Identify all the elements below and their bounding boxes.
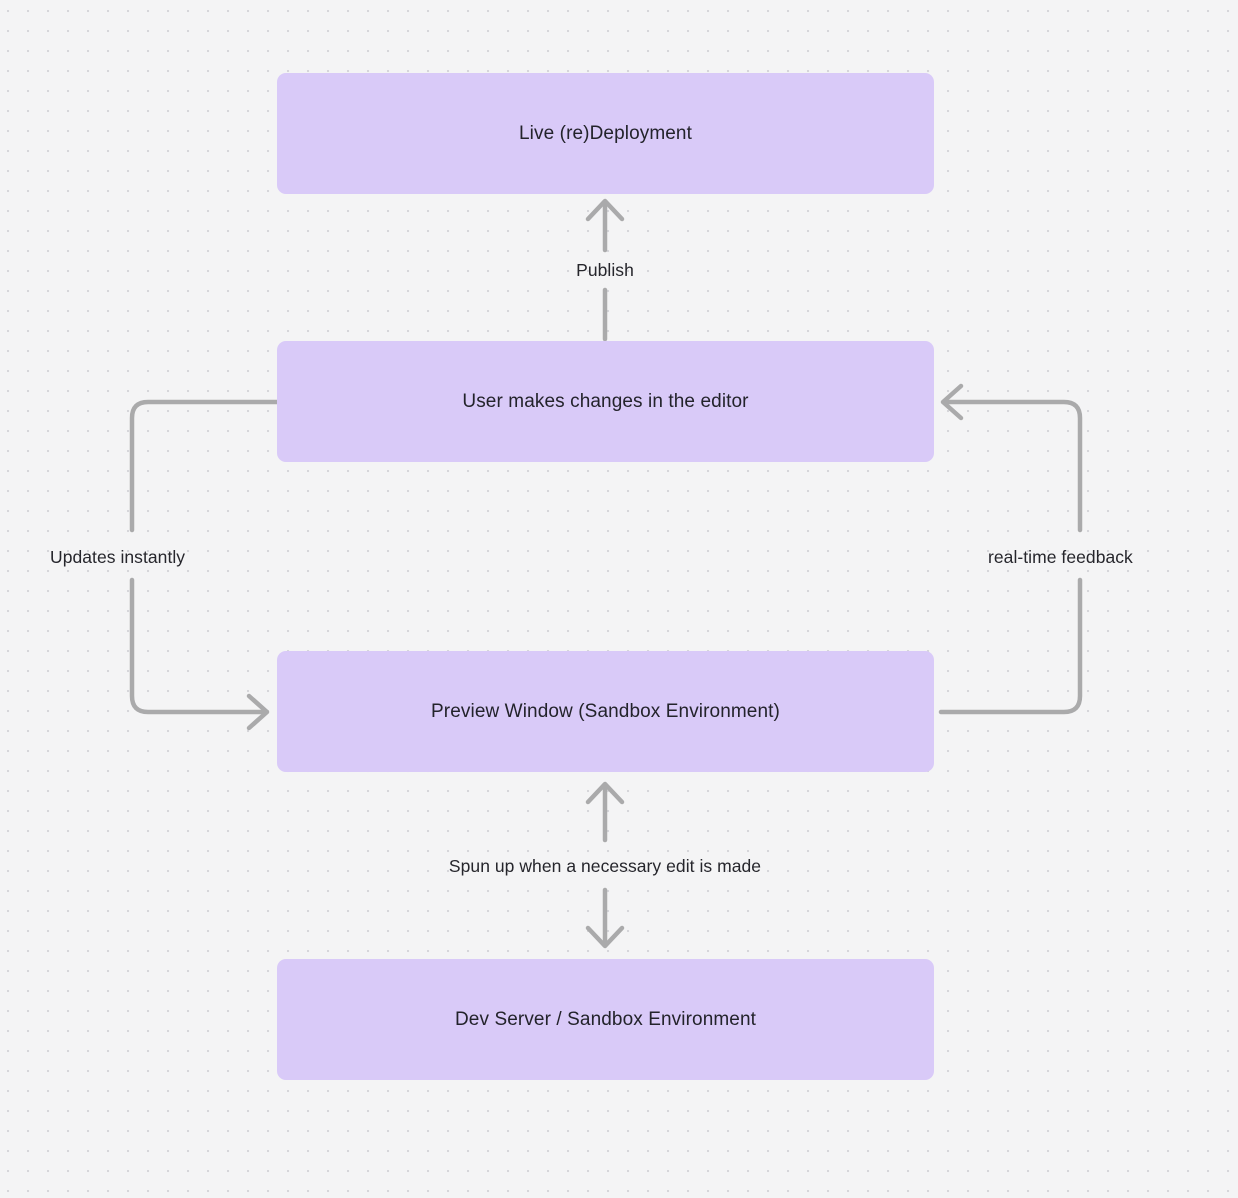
edge-updates-arrowhead-icon bbox=[246, 693, 270, 731]
edge-label-updates-instantly: Updates instantly bbox=[50, 547, 186, 567]
edge-feedback-line-lower bbox=[938, 577, 1083, 715]
node-dev-server-label: Dev Server / Sandbox Environment bbox=[454, 1008, 756, 1030]
edge-label-real-time-feedback: real-time feedback bbox=[988, 547, 1133, 567]
edge-updates-line-lower bbox=[129, 577, 265, 715]
edge-label-publish: Publish bbox=[576, 260, 634, 280]
edge-feedback-line-upper bbox=[945, 399, 1083, 533]
edge-spun-arrowhead-up-icon bbox=[585, 781, 625, 805]
node-user-edits[interactable]: User makes changes in the editor bbox=[277, 341, 934, 462]
node-live-deployment-label: Live (re)Deployment bbox=[519, 122, 692, 144]
edge-feedback-arrowhead-icon bbox=[940, 383, 964, 421]
node-live-deployment[interactable]: Live (re)Deployment bbox=[277, 73, 934, 194]
edge-publish-arrowhead-icon bbox=[585, 198, 625, 222]
node-dev-server[interactable]: Dev Server / Sandbox Environment bbox=[277, 959, 934, 1080]
node-preview-window-label: Preview Window (Sandbox Environment) bbox=[431, 700, 780, 722]
edge-spun-arrowhead-down-icon bbox=[585, 925, 625, 949]
edge-updates-line-upper bbox=[129, 399, 280, 533]
node-preview-window[interactable]: Preview Window (Sandbox Environment) bbox=[277, 651, 934, 772]
node-user-edits-label: User makes changes in the editor bbox=[462, 390, 749, 412]
edge-label-spun-up: Spun up when a necessary edit is made bbox=[448, 856, 762, 876]
